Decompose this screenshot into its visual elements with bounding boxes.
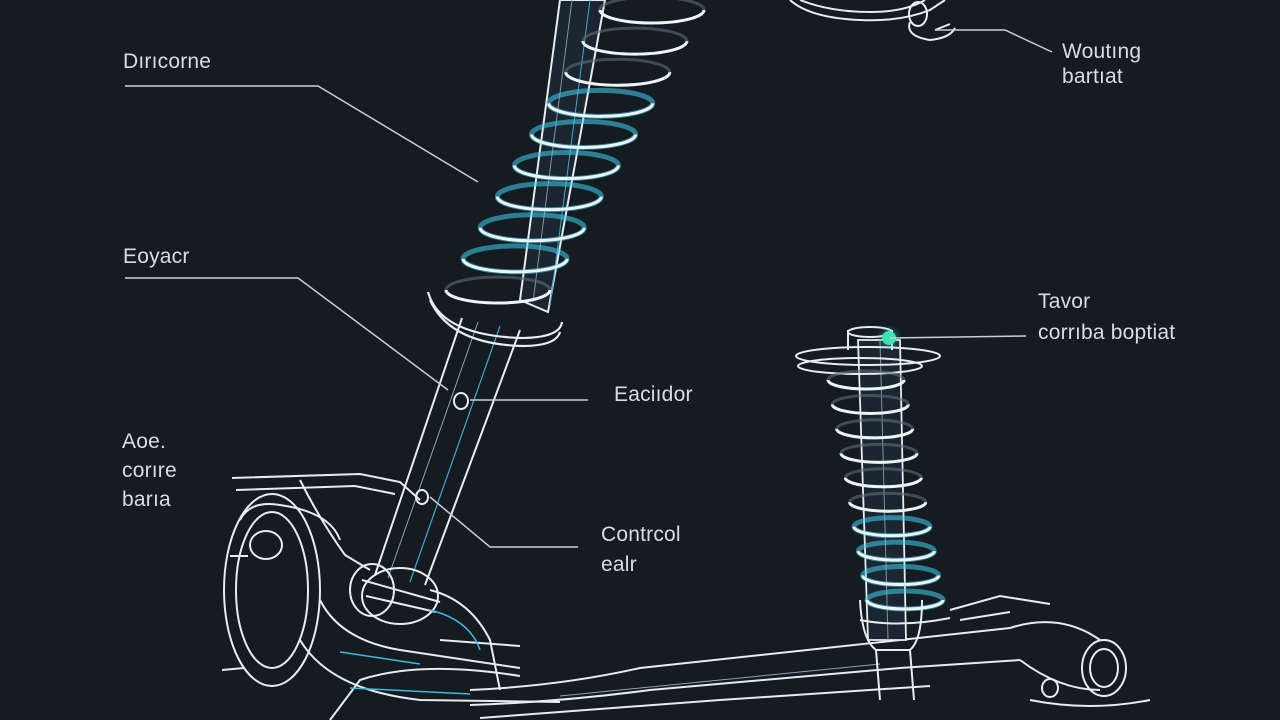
leader-mid-left [125, 277, 449, 391]
secondary-coil-spring [826, 369, 946, 612]
main-spring-coil-front [478, 227, 586, 243]
label-top-right-line-2: bartıat [1062, 65, 1123, 88]
label-lower-left-line-2: corıre [122, 459, 177, 482]
long-control-arm [469, 594, 1151, 719]
second-spring-coil-front [852, 526, 932, 538]
leader-right-mid [889, 335, 1027, 339]
leader-lines [125, 29, 1053, 548]
leader-top-right [935, 29, 1053, 53]
label-right-mid-line-1: Tavor [1038, 290, 1091, 313]
main-spring-coil-front [530, 134, 638, 149]
label-right-mid: Tavor corrıba boptiat [1038, 289, 1175, 345]
main-spring-coil-front [461, 258, 569, 274]
second-spring-coil-front [826, 379, 906, 391]
main-spring-coil-front [512, 165, 620, 181]
label-mid-left: Eoyacr [123, 245, 190, 268]
second-spring-coil-front [865, 599, 945, 611]
label-lower-center: Contrcol ealr [601, 520, 681, 580]
second-spring-coil-front [843, 477, 923, 489]
label-top-right: Woutıng bartıat [1062, 39, 1141, 89]
label-top-left: Dırıcorne [123, 50, 212, 73]
label-lower-center-line-1: Contrcol [601, 523, 681, 546]
main-spring-coil-front [495, 196, 603, 212]
label-right-mid-line-2: corrıba boptiat [1038, 321, 1176, 344]
main-spring-coil-front [598, 9, 706, 25]
label-top-right-line-1: Woutıng [1062, 40, 1142, 63]
lower-knuckle-assembly [221, 472, 561, 720]
second-spring-coil-front [848, 501, 928, 513]
main-strut-shaft [374, 317, 521, 586]
second-spring-coil-front [856, 550, 936, 562]
secondary-strut-base [859, 599, 951, 701]
label-lower-left-line-3: barıa [122, 488, 171, 511]
label-lower-left: Aoe. corıre barıa [122, 427, 177, 514]
main-coil-spring [444, 0, 706, 305]
label-lower-left-line-1: Aoe. [122, 430, 166, 453]
leader-lower-center [429, 496, 578, 548]
second-spring-coil-front [839, 452, 919, 464]
second-spring-coil-front [830, 404, 910, 415]
knuckle-accent-lines [339, 609, 481, 695]
label-center: Eaciıdor [614, 383, 693, 406]
main-spring-coil-front [547, 103, 655, 118]
main-spring-coil-front [581, 40, 689, 56]
leader-top-left [125, 85, 479, 183]
main-spring-coil-front [564, 71, 672, 87]
second-spring-coil-front [861, 575, 941, 587]
second-spring-coil-front [835, 428, 915, 440]
main-spring-seat [426, 291, 564, 348]
upper-mount-fragment [789, 0, 956, 42]
label-lower-center-line-2: ealr [601, 553, 637, 576]
main-strut-body [518, 0, 607, 314]
main-spring-coil-front [444, 289, 552, 305]
